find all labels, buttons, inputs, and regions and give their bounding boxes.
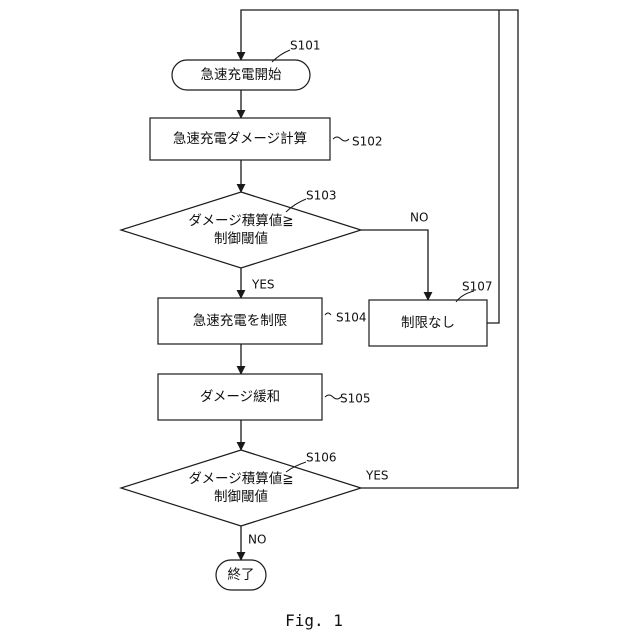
- node-s107: 制限なし: [369, 300, 487, 346]
- nodes-layer: 急速充電開始急速充電ダメージ計算ダメージ積算値≧制御閾値急速充電を制限ダメージ緩…: [121, 60, 487, 590]
- node-text-line: ダメージ緩和: [200, 389, 280, 405]
- step-leader-line: [325, 395, 341, 399]
- node-s104: 急速充電を制限: [158, 298, 322, 344]
- node-text-line: 制御閾値: [214, 489, 268, 505]
- node-text-line: 制限なし: [401, 315, 455, 331]
- step-label-s101: S101: [290, 39, 321, 53]
- step-label-s105: S105: [340, 392, 371, 406]
- figure-caption: Fig. 1: [285, 611, 343, 630]
- node-text-line: 急速充電開始: [201, 67, 282, 83]
- branch-label-no: NO: [248, 533, 266, 547]
- edge-s103-to-s107: [361, 230, 428, 300]
- branch-label-no: NO: [410, 211, 428, 225]
- step-label-s103: S103: [306, 189, 337, 203]
- step-label-s107: S107: [462, 280, 493, 294]
- step-label-s102: S102: [352, 135, 383, 149]
- step-label-s106: S106: [306, 451, 337, 465]
- edge-s107-to-s101: [487, 10, 499, 323]
- branch-label-yes: YES: [365, 469, 389, 483]
- node-text-line: 制御閾値: [214, 231, 268, 247]
- step-leader-line: [325, 313, 331, 315]
- decision-diamond: [121, 192, 361, 268]
- node-end: 終了: [216, 560, 266, 590]
- step-label-s104: S104: [336, 311, 367, 325]
- node-text-line: ダメージ積算値≧: [188, 213, 293, 229]
- branch-label-yes: YES: [251, 278, 275, 292]
- node-s102: 急速充電ダメージ計算: [150, 118, 330, 160]
- node-s103: ダメージ積算値≧ 制御閾値: [121, 192, 361, 268]
- node-text-line: 急速充電を制限: [193, 313, 288, 329]
- node-text-line: 急速充電ダメージ計算: [173, 131, 307, 147]
- node-s101: 急速充電開始: [172, 60, 310, 90]
- step-leader-line: [333, 137, 349, 141]
- node-text-line: ダメージ積算値≧: [188, 471, 293, 487]
- node-text-line: 終了: [228, 567, 255, 583]
- node-s105: ダメージ緩和: [158, 374, 322, 420]
